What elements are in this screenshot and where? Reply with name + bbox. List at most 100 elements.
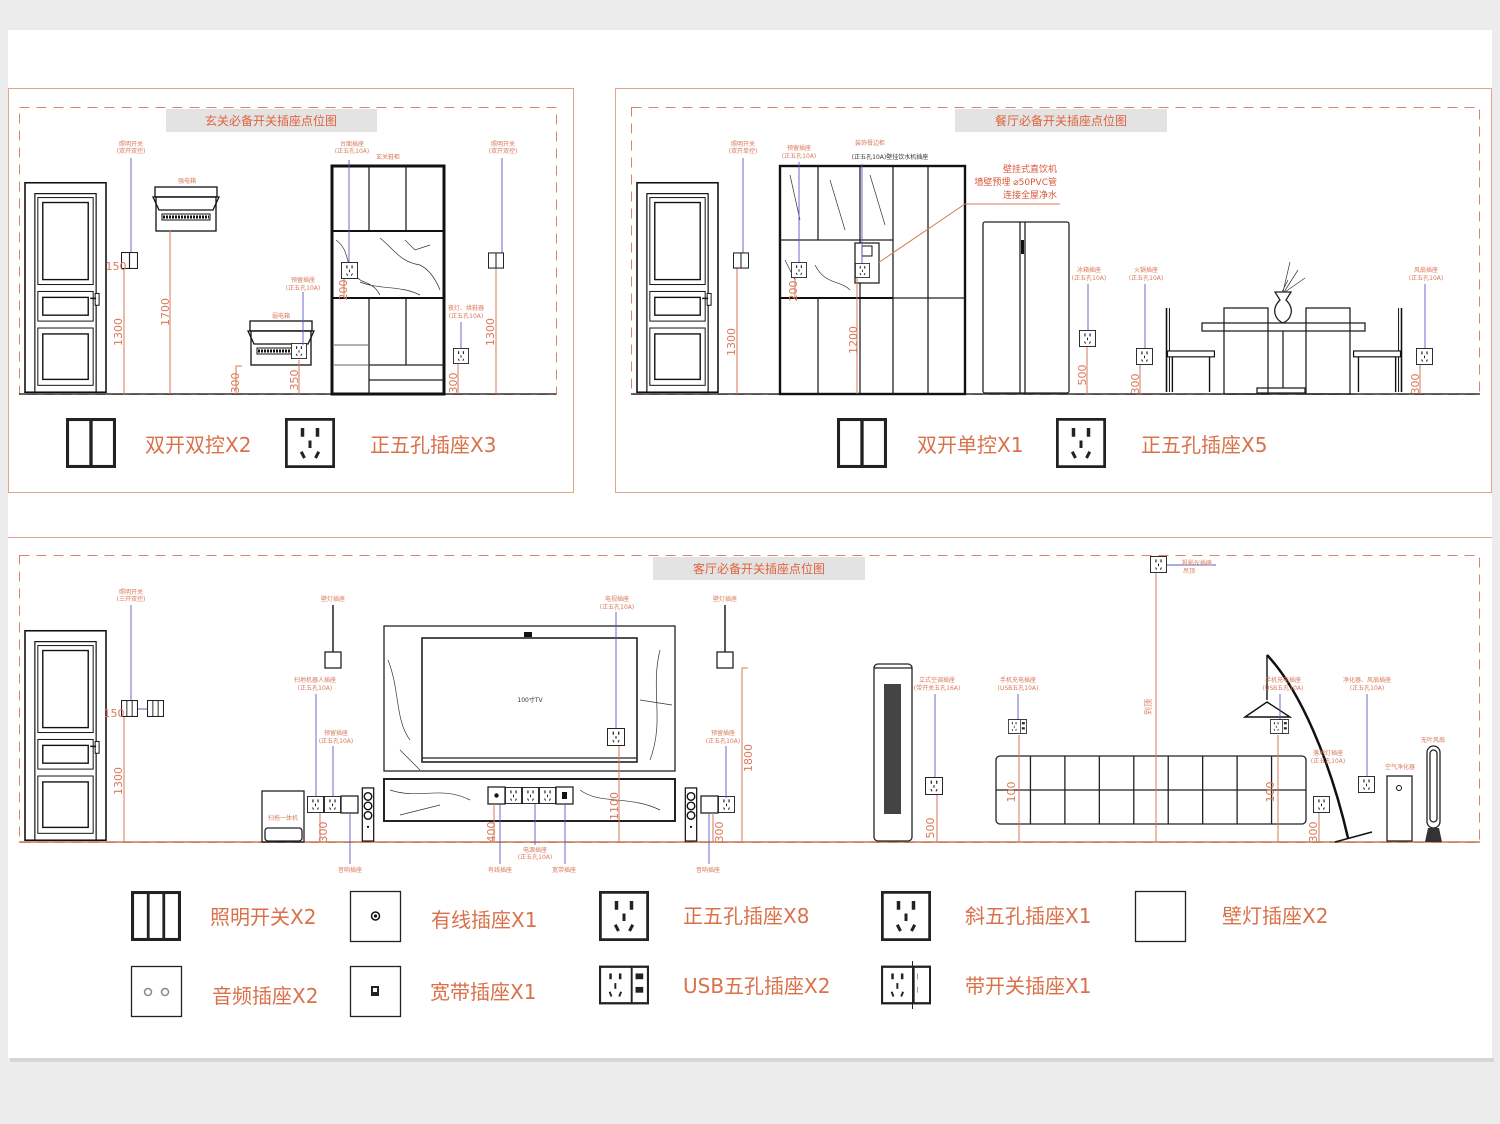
five-hole-outlet-icon[interactable] <box>855 263 870 278</box>
label-phone-outlet-sub: (USB五孔10A) <box>998 684 1039 692</box>
dim-200: 200 <box>337 280 350 301</box>
label-audio-outlet: 音响插座 <box>696 866 720 874</box>
dim-1300: 1300 <box>112 318 125 346</box>
five-hole-outlet-icon[interactable] <box>1416 348 1433 365</box>
note-wall-water-dispenser: 壁挂式直饮机 <box>1003 163 1057 175</box>
double-switch-icon <box>837 418 887 468</box>
label-phone-outlet: 手机充电插座 <box>1265 676 1301 684</box>
label-wall-lamp: 壁灯插座 <box>713 595 737 603</box>
legend-label: 音频插座X2 <box>212 984 318 1008</box>
five-hole-outlet-icon <box>285 418 335 468</box>
five-hole-outlet-icon[interactable] <box>1079 330 1096 347</box>
label-purifier-outlet: 净化器、风扇插座 <box>1343 676 1391 684</box>
label-counter-outlet-sub: (正五孔10A) <box>335 147 369 155</box>
five-hole-outlet-icon[interactable] <box>453 348 469 364</box>
five-hole-outlet-icon <box>599 891 649 941</box>
double-switch-icon[interactable] <box>733 252 749 269</box>
legend-label: 照明开关X2 <box>210 905 316 929</box>
label-tv-outlet: 电视插座 <box>605 595 629 603</box>
usb-outlet-icon[interactable] <box>1270 719 1289 734</box>
label-fan-outlet: 风扇插座 <box>1414 266 1438 274</box>
label-reserved-outlet: 预留插座 <box>291 276 315 284</box>
label-phone-outlet: 手机充电插座 <box>1000 676 1036 684</box>
living-title-box <box>653 557 865 580</box>
sideboard-cabinet-icon <box>778 164 967 396</box>
five-hole-outlet-icon[interactable] <box>1136 348 1153 365</box>
label-tv-outlet-sub: (正五孔10A) <box>600 603 634 611</box>
label-dispenser-outlet: (正五孔10A)壁挂饮水机插座 <box>852 153 928 161</box>
five-hole-outlet-icon[interactable] <box>539 787 556 804</box>
label-projector-outlet: 投影仪插座 <box>1182 559 1212 567</box>
label-reserved-outlet: 预留插座 <box>711 729 735 737</box>
media-outlet-strip <box>487 786 574 805</box>
dim-100: 100 <box>1005 782 1018 803</box>
label-phone-outlet-sub: (USB五孔10A) <box>1263 684 1304 692</box>
cable-tv-outlet-icon <box>349 890 402 943</box>
five-hole-outlet-icon[interactable] <box>718 796 735 813</box>
five-hole-outlet-icon[interactable] <box>341 262 358 279</box>
dim-1300: 1300 <box>725 328 738 356</box>
wall-lamp-outlet-icon[interactable] <box>324 651 342 669</box>
label-floor-lamp-outlet: 落地灯插座 <box>1313 749 1343 757</box>
dim-1300: 1300 <box>112 767 125 795</box>
door-icon <box>24 629 107 842</box>
five-hole-outlet-icon[interactable] <box>324 796 341 813</box>
audio-outlet-icon[interactable] <box>340 795 359 814</box>
five-hole-outlet-icon[interactable] <box>1358 776 1375 793</box>
speaker-icon <box>361 787 375 842</box>
door-icon <box>636 181 719 394</box>
living-panel: 客厅必备开关插座点位图 照明开关 (三开双控) 150 1300 壁灯插座 扫拖… <box>8 537 1492 1018</box>
legend-label: USB五孔插座X2 <box>683 974 830 998</box>
label-power-outlet: 电源插座 <box>523 846 547 854</box>
dim-400: 400 <box>485 822 498 843</box>
dim-150: 150 <box>104 707 125 720</box>
label-tv: 100寸TV <box>517 696 543 704</box>
label-bladeless-fan: 无叶风扇 <box>1421 736 1445 744</box>
label-light-switch-sub: (三开双控) <box>117 595 146 603</box>
dim-1300: 1300 <box>484 318 497 346</box>
five-hole-outlet-icon[interactable] <box>607 728 625 746</box>
dim-300: 300 <box>1307 822 1320 843</box>
five-hole-outlet-icon[interactable] <box>522 787 539 804</box>
five-hole-outlet-icon[interactable] <box>791 262 807 278</box>
speaker-icon <box>684 787 698 842</box>
projector-outlet-icon[interactable] <box>1150 556 1167 573</box>
dim-300: 300 <box>713 822 726 843</box>
tv-wall-icon <box>383 625 676 822</box>
dim-500: 500 <box>924 818 937 839</box>
label-light-switch: 照明开关 <box>731 140 755 148</box>
label-ac-outlet: 立式空调插座 <box>919 676 955 684</box>
label-cable-outlet: 有线插座 <box>488 866 512 874</box>
legend-label: 正五孔插座X5 <box>1141 433 1267 457</box>
dining-panel: 餐厅必备开关插座点位图 照明开关 (双开单控) 1300 200 1200 预 <box>615 88 1492 493</box>
label-reserved-outlet-sub: (正五孔10A) <box>286 284 320 292</box>
dim-300: 300 <box>229 373 242 394</box>
label-light-switch-sub: (双开单控) <box>729 147 758 155</box>
door-icon <box>24 181 107 394</box>
five-hole-outlet-icon[interactable] <box>291 343 307 359</box>
standing-air-conditioner-icon <box>873 663 913 842</box>
note-water-purification: 连接全屋净水 <box>1003 189 1057 201</box>
broadband-outlet-icon[interactable] <box>555 786 574 805</box>
dim-1200: 1200 <box>847 326 860 354</box>
usb-outlet-icon[interactable] <box>1008 719 1027 734</box>
label-robot-vacuum: 扫拖一体机 <box>268 814 298 822</box>
five-hole-outlet-icon[interactable] <box>1313 796 1330 813</box>
label-floor-lamp-outlet-sub: (正五孔10A) <box>1311 757 1345 765</box>
living-dashed-boundary <box>19 555 1480 843</box>
triple-switch-icon[interactable] <box>147 700 164 717</box>
label-hotpot-outlet-sub: (正五孔10A) <box>1129 274 1163 282</box>
wall-lamp-outlet-icon <box>1134 890 1187 943</box>
note-pvc-pipe: 墙壁预埋 ⌀50PVC管 <box>974 176 1057 188</box>
double-switch-icon[interactable] <box>488 252 504 269</box>
label-reserved-outlet: 预留插座 <box>787 144 811 152</box>
five-hole-outlet-icon[interactable] <box>307 796 324 813</box>
dim-1800: 1800 <box>742 744 755 772</box>
dim-500: 500 <box>1076 365 1089 386</box>
wall-lamp-outlet-icon[interactable] <box>716 651 734 669</box>
dim-200: 200 <box>787 281 800 302</box>
five-hole-outlet-icon[interactable] <box>505 787 522 804</box>
switched-outlet-icon[interactable] <box>925 777 943 795</box>
label-reserved-outlet-sub: (正五孔10A) <box>782 152 816 160</box>
